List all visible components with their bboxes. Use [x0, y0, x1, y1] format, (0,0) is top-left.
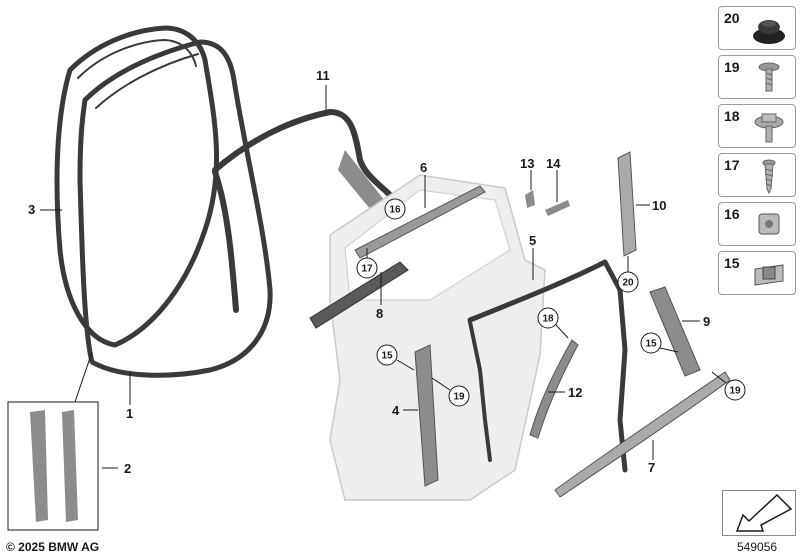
callout-5: 5: [529, 233, 536, 248]
callout-2: 2: [124, 461, 131, 476]
sidebar-item-number: 15: [724, 255, 740, 271]
window-channel[interactable]: [467, 259, 628, 473]
sidebar-item-15[interactable]: 15: [718, 251, 796, 295]
circled-callout-20: 20: [617, 256, 639, 293]
callout-1: 1: [126, 406, 133, 421]
sidebar-item-19[interactable]: 19: [718, 55, 796, 99]
inset-box-part-2: [7, 351, 99, 531]
callout-7: 7: [648, 460, 655, 475]
sidebar-item-number: 20: [724, 10, 740, 26]
b-pillar-trim[interactable]: [414, 344, 439, 487]
callout-13: 13: [520, 156, 534, 171]
sidebar-item-number: 19: [724, 59, 740, 75]
svg-text:19: 19: [729, 386, 741, 397]
circled-callout-19-left: 19: [431, 377, 470, 407]
callout-11: 11: [316, 68, 330, 83]
callout-14: 14: [546, 156, 561, 171]
circled-callout-15-left: 15: [376, 344, 415, 371]
sidebar-item-18[interactable]: 18: [718, 104, 796, 148]
sidebar-item-20[interactable]: 20: [718, 6, 796, 50]
arrow-down-left-icon: [735, 493, 793, 532]
bracket-13[interactable]: [525, 190, 535, 208]
svg-text:15: 15: [645, 339, 657, 350]
sidebar-item-number: 16: [724, 206, 740, 222]
c-pillar-trim[interactable]: [649, 286, 701, 377]
navigation-arrow-box[interactable]: [722, 490, 796, 536]
svg-text:18: 18: [542, 314, 554, 325]
self-tapping-screw-icon: [762, 159, 776, 195]
sidebar-item-number: 18: [724, 108, 740, 124]
sidebar-item-17[interactable]: 17: [718, 153, 796, 197]
callout-4: 4: [392, 403, 400, 418]
diagram-id: 549056: [737, 540, 778, 554]
circled-callout-18: 18: [537, 307, 569, 339]
sidebar-item-16[interactable]: 16: [718, 202, 796, 246]
callout-8: 8: [376, 306, 383, 321]
window-frame-seal[interactable]: [212, 109, 393, 313]
circled-callout-16: 16: [384, 198, 406, 220]
outer-window-strip[interactable]: [354, 185, 486, 259]
svg-text:17: 17: [361, 264, 373, 275]
clip-nut-icon: [758, 213, 780, 235]
circled-callout-15-right: 15: [640, 332, 679, 354]
callout-12: 12: [568, 385, 582, 400]
door-seal-outer[interactable]: [54, 25, 220, 348]
rear-door-shell: [329, 174, 546, 501]
waist-strip[interactable]: [554, 371, 731, 498]
svg-text:20: 20: [622, 278, 634, 289]
sidebar-item-number: 17: [724, 157, 740, 173]
bracket-14[interactable]: [545, 200, 570, 216]
flange-screw-icon: [754, 113, 784, 143]
door-seal-inner[interactable]: [77, 39, 273, 378]
inner-window-strip[interactable]: [309, 261, 409, 329]
circled-callout-17: 17: [356, 248, 378, 279]
svg-text:15: 15: [381, 351, 393, 362]
rubber-grommet-icon: [753, 20, 785, 44]
pillar-cover[interactable]: [617, 151, 637, 257]
svg-text:19: 19: [453, 392, 465, 403]
circled-callout-19-right: 19: [711, 371, 746, 401]
expanding-clip-icon: [754, 264, 784, 286]
callout-6: 6: [420, 160, 427, 175]
svg-text:16: 16: [389, 205, 401, 216]
callout-9: 9: [703, 314, 710, 329]
tapping-screw-icon: [758, 62, 780, 92]
callout-3: 3: [28, 202, 35, 217]
callout-10: 10: [652, 198, 666, 213]
window-guide[interactable]: [529, 339, 579, 439]
copyright-text: © 2025 BMW AG: [6, 540, 100, 554]
